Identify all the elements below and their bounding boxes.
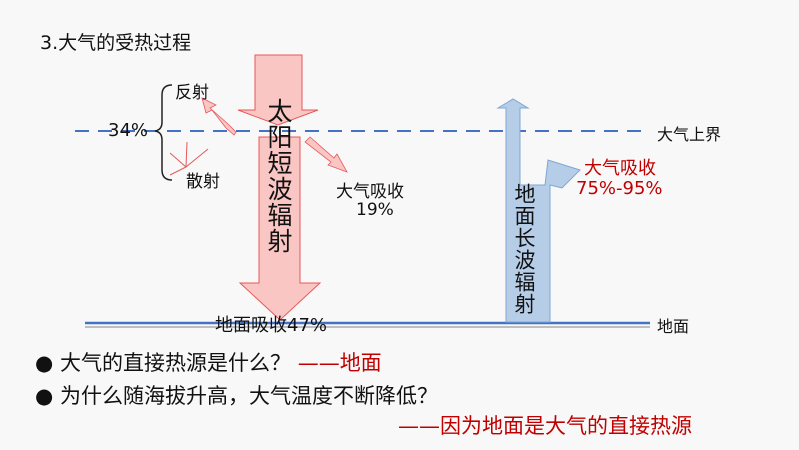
answer-1: ——地面 (297, 351, 382, 375)
brace-icon (154, 84, 173, 181)
scatter-arrows-icon (169, 141, 209, 176)
page-title: 3.大气的受热过程 (40, 32, 192, 54)
atmos-absorb-pct: 19% (356, 200, 394, 220)
reflect-arrow (201, 97, 237, 136)
atmos-absorb2-label: 大气吸收 (584, 158, 656, 179)
question-2: 为什么随海拔升高，大气温度不断降低？ (60, 384, 438, 408)
ground-absorb-label: 地面吸收47% (215, 315, 328, 336)
ground-label: 地面 (657, 317, 690, 336)
reflect-label: 反射 (175, 83, 209, 103)
answer-2: ——因为地面是大气的直接热源 (398, 414, 692, 438)
percent-34: 34% (108, 120, 149, 141)
question-1: 大气的直接热源是什么？ (60, 351, 291, 375)
ground-longwave-label: 地面长波辐射 (512, 183, 536, 315)
solar-radiation-label: 太阳短波辐射 (264, 98, 293, 254)
solar-arrow-top (237, 54, 319, 126)
ground-radiation-arrow (496, 98, 581, 323)
scatter-label: 散射 (186, 172, 220, 192)
bullet-1: ● 大气的直接热源是什么？ ——地面 (35, 351, 382, 375)
atmos-absorb2-pct: 75%-95% (576, 178, 663, 199)
solar-arrow-bottom (238, 136, 322, 321)
absorb-arrow (304, 136, 348, 173)
bullet-2: ● 为什么随海拔升高，大气温度不断降低？ (35, 384, 438, 408)
atmos-absorb-label: 大气吸收 (336, 182, 404, 202)
atmosphere-top-label: 大气上界 (657, 125, 722, 144)
